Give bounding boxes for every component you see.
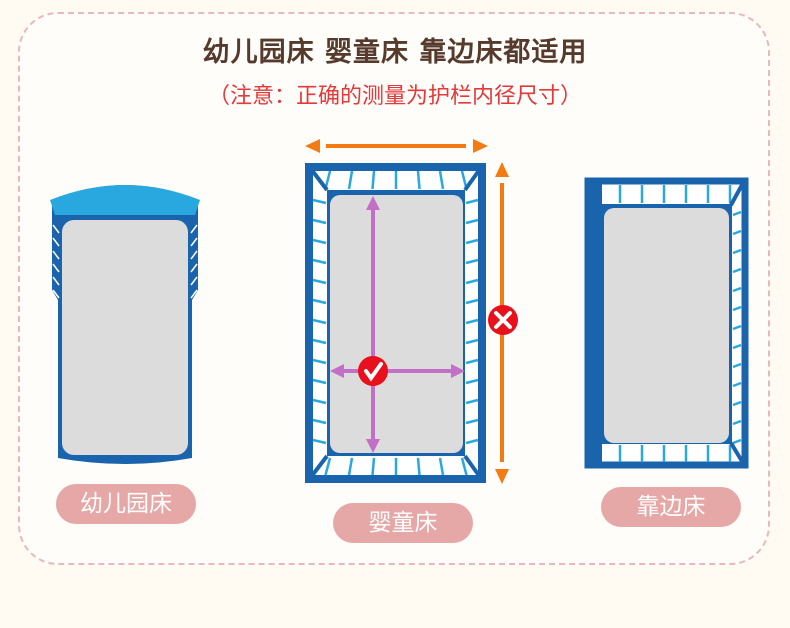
page-title: 幼儿园床 婴童床 靠边床都适用: [202, 37, 588, 68]
slat: [465, 238, 479, 245]
slat: [465, 198, 479, 205]
slat: [438, 170, 445, 190]
slat: [465, 438, 479, 445]
slat: [732, 229, 742, 236]
slat: [52, 250, 60, 260]
check-circle-icon: [358, 356, 388, 386]
label-kindergarten-bed: 幼儿园床: [56, 484, 196, 524]
slat: [312, 218, 327, 225]
slat: [371, 457, 376, 476]
slat: [347, 170, 354, 190]
slat: [312, 378, 327, 385]
slat: [465, 258, 479, 265]
slat: [190, 250, 198, 260]
slat: [732, 267, 742, 274]
slat: [416, 170, 421, 190]
slat: [190, 237, 198, 247]
slat: [52, 224, 60, 234]
slat: [312, 318, 327, 325]
slat: [52, 263, 60, 273]
slat: [732, 343, 742, 350]
slat: [732, 210, 742, 217]
slat: [190, 276, 198, 286]
slat: [52, 237, 60, 247]
slat: [312, 438, 327, 445]
slat: [465, 278, 479, 285]
slat: [371, 170, 376, 190]
slat: [732, 305, 742, 312]
crib-bed: [305, 163, 486, 483]
slat: [190, 289, 198, 299]
side-bed: [584, 177, 749, 469]
slat: [465, 418, 479, 425]
kindergarten-bed: [50, 185, 200, 464]
slat: [438, 457, 445, 476]
slat: [732, 324, 742, 331]
slat: [312, 238, 327, 245]
slat: [465, 338, 479, 345]
slat: [312, 398, 327, 405]
slat: [190, 224, 198, 234]
slat: [312, 278, 327, 285]
slat: [52, 276, 60, 286]
slat: [324, 457, 332, 476]
slat: [190, 263, 198, 273]
slat: [732, 381, 742, 388]
slat: [732, 419, 742, 426]
slat: [416, 457, 421, 476]
slat: [312, 258, 327, 265]
slat: [312, 198, 327, 205]
slat: [312, 338, 327, 345]
slat: [465, 358, 479, 365]
label-crib: 婴童床: [333, 503, 473, 543]
slat: [465, 298, 479, 305]
slat: [732, 248, 742, 255]
slat: [732, 400, 742, 407]
slat: [465, 398, 479, 405]
slat: [465, 318, 479, 325]
slat: [732, 286, 742, 293]
slat: [312, 358, 327, 365]
slat: [465, 378, 479, 385]
x-circle-icon: [488, 305, 518, 335]
slat: [732, 438, 742, 445]
slat: [52, 289, 60, 299]
slat: [312, 298, 327, 305]
slat: [465, 218, 479, 225]
slat: [347, 457, 354, 476]
label-side-bed: 靠边床: [601, 487, 741, 527]
slat: [312, 418, 327, 425]
measurement-note: （注意：正确的测量为护栏内径尺寸）: [207, 84, 582, 109]
slat: [460, 457, 468, 476]
slat: [732, 362, 742, 369]
